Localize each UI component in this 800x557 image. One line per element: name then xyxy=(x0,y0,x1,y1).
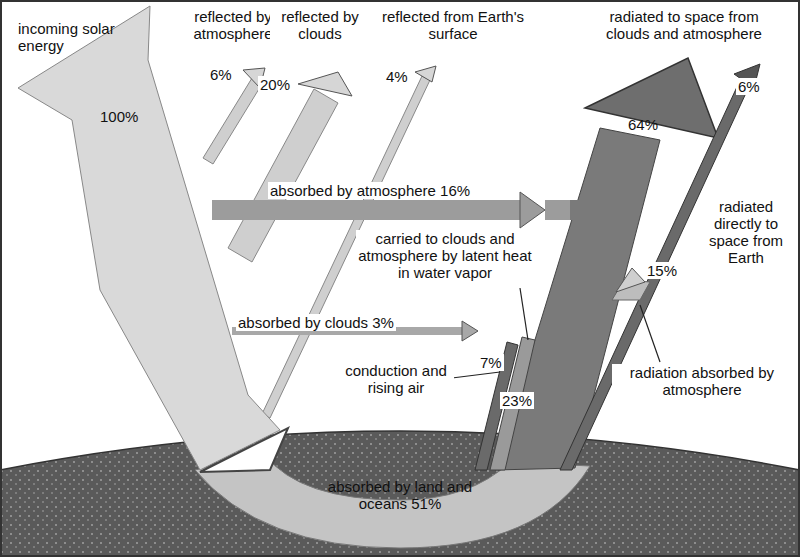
flow-label: radiated directly to space from Earth xyxy=(700,198,792,266)
flow-label: absorbed by land and oceans 51% xyxy=(300,478,500,512)
flow-label: 100% xyxy=(98,108,140,125)
flow-label: 23% xyxy=(500,392,534,409)
flow-label: reflected by clouds xyxy=(270,8,370,42)
flow-label: carried to clouds and atmosphere by late… xyxy=(356,230,534,281)
flow-label: radiation absorbed by atmosphere xyxy=(612,364,792,398)
flow-label: 20% xyxy=(258,76,292,93)
flow-label: 15% xyxy=(645,262,679,279)
flow-label: absorbed by clouds 3% xyxy=(236,314,396,331)
flow-label: 64% xyxy=(626,116,660,133)
flow-label: reflected from Earth's surface xyxy=(378,8,528,42)
flow-label: 6% xyxy=(208,66,234,83)
flow-label: incoming solar energy xyxy=(16,20,134,54)
flow-label: conduction and rising air xyxy=(338,362,454,396)
flow-label: 6% xyxy=(736,78,762,95)
flow-label: 7% xyxy=(478,354,504,371)
flow-label: absorbed by atmosphere 16% xyxy=(268,182,472,199)
flow-label: 4% xyxy=(384,68,410,85)
flow-label: radiated to space from clouds and atmosp… xyxy=(596,8,772,42)
